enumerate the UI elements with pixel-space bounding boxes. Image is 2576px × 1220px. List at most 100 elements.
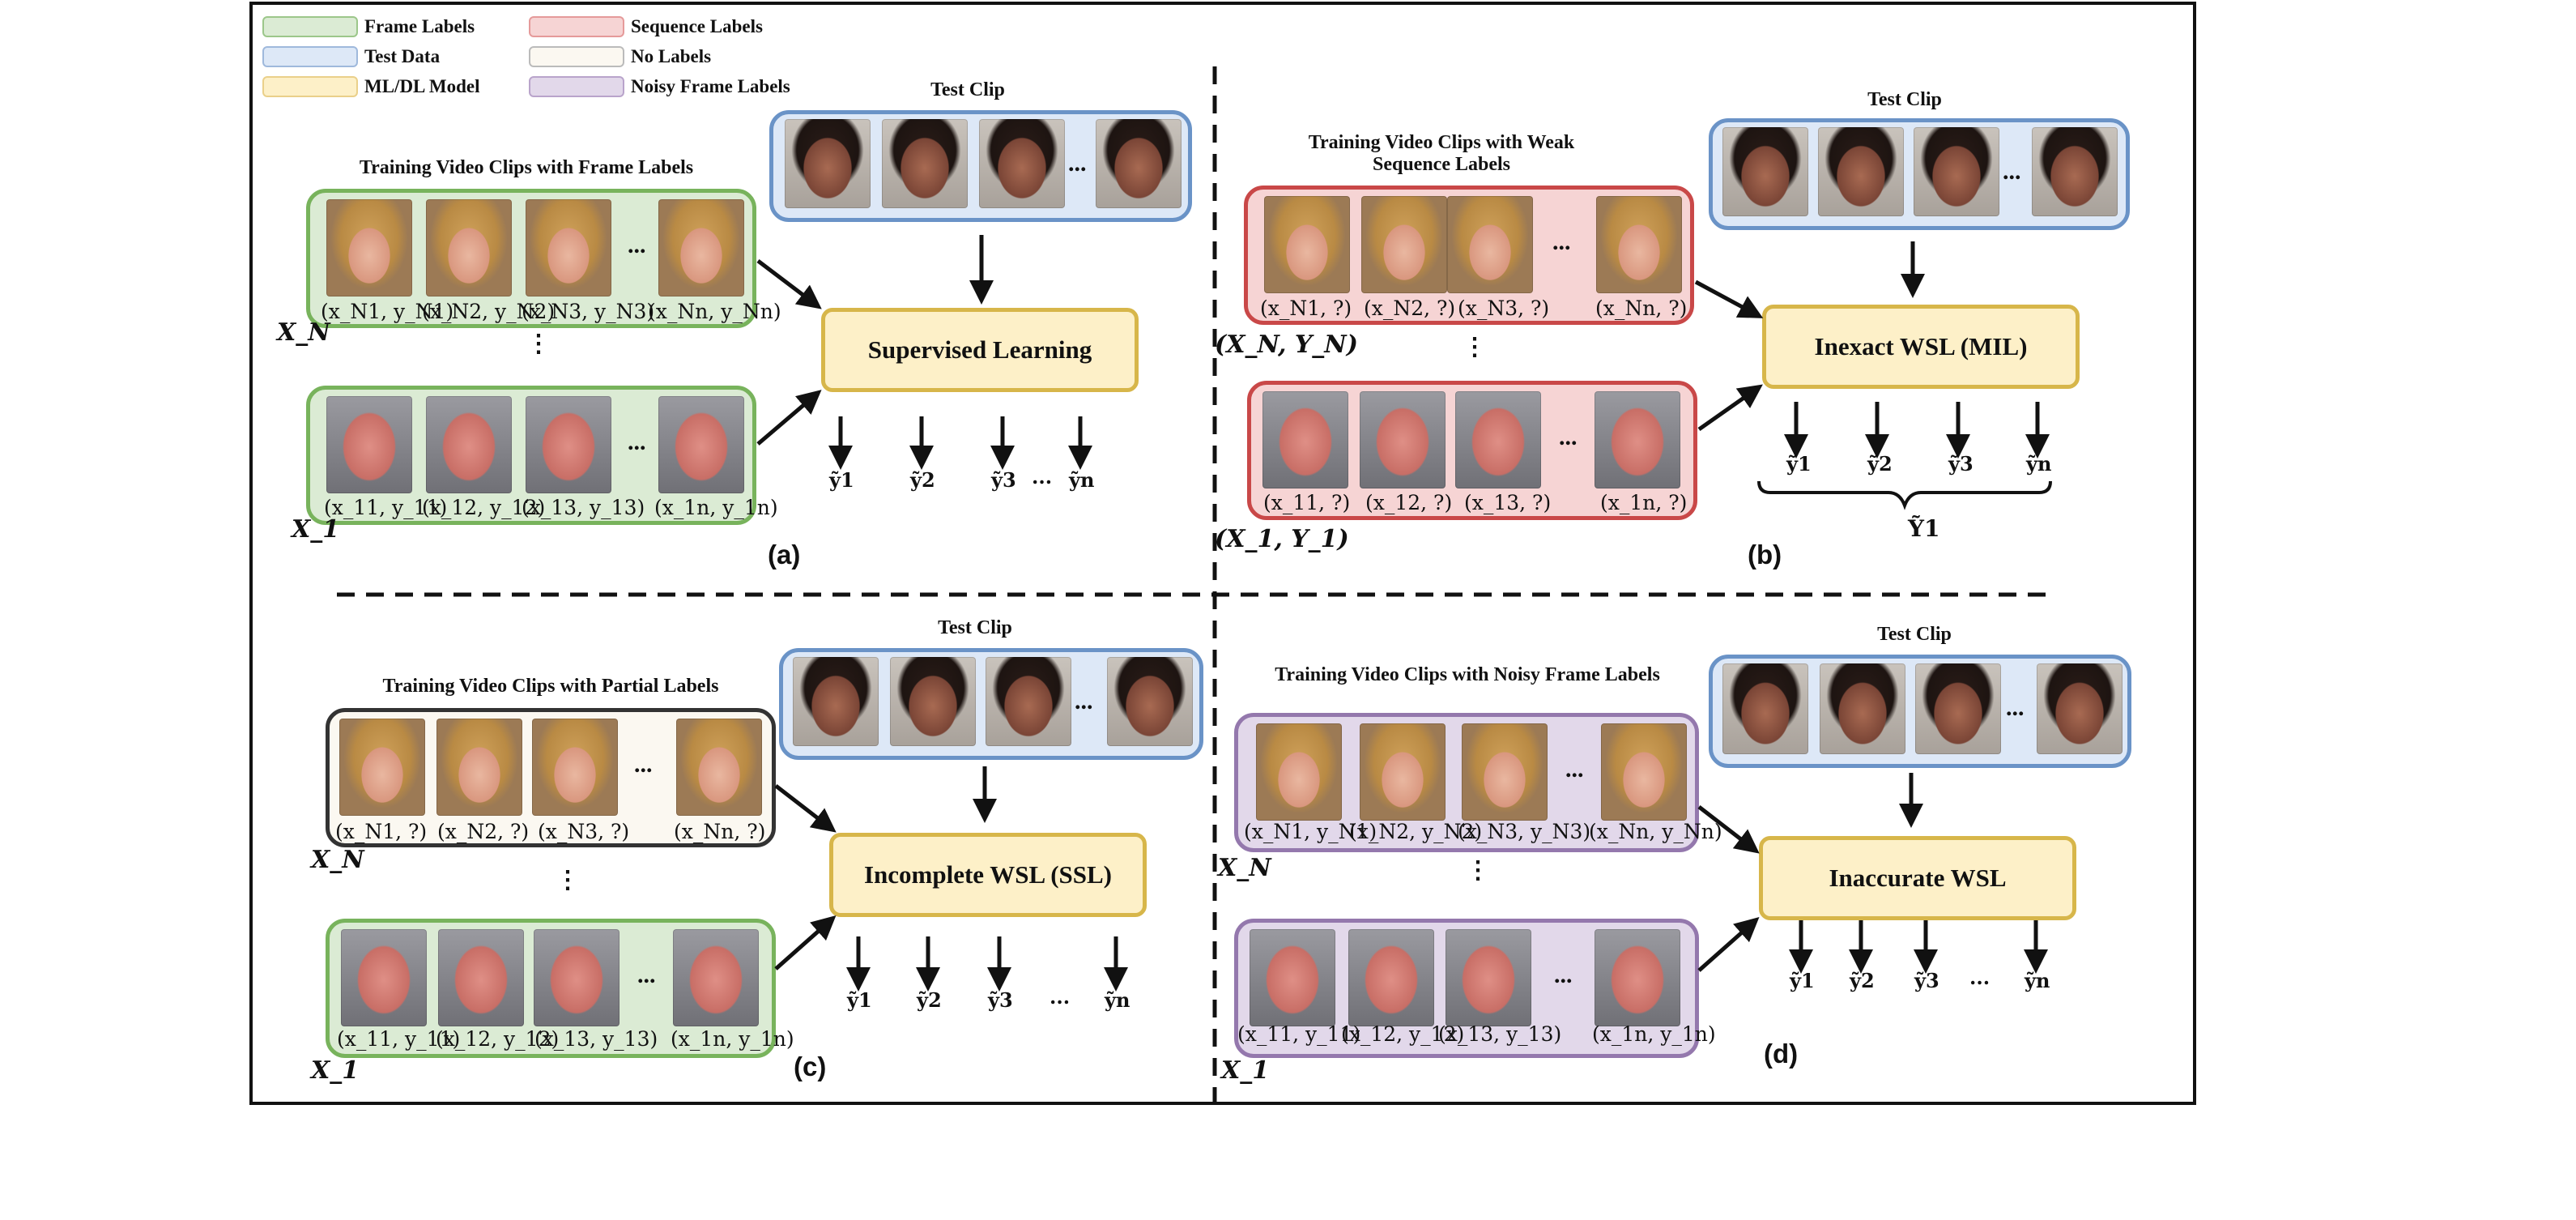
set-label-xn: X_N (311, 846, 364, 874)
brace-label: Ỹ1 (1908, 515, 1940, 542)
legend-swatch-noisy-labels (529, 76, 624, 97)
output-brace (1757, 480, 2052, 510)
frame-label: (x_12, y_12) (422, 496, 546, 519)
frame-label: (x_N1, y_N1) (1244, 820, 1377, 843)
panel-d-title: Training Video Clips with Noisy Frame La… (1275, 664, 1660, 685)
face-frame (1722, 663, 1808, 754)
output-ellipsis: ... (1969, 966, 1991, 989)
frame-label: (x_12, y_12) (1341, 1022, 1465, 1046)
face-frame (1360, 391, 1446, 488)
face-frame (526, 396, 611, 493)
frame-label: (x_N1, ?) (335, 820, 428, 843)
face-frame (1820, 663, 1905, 754)
set-label-x1: X_1 (1221, 1056, 1270, 1085)
panel-c-model: Incomplete WSL (SSL) (829, 833, 1147, 917)
ellipsis: ... (1068, 150, 1087, 177)
face-frame (1914, 127, 1999, 216)
panel-d-clip-xn: ... (1234, 713, 1699, 852)
panel-b-title: Training Video Clips with Weak Sequence … (1308, 132, 1575, 175)
face-frame (890, 657, 976, 746)
output-label: ỹn (2025, 969, 2050, 992)
set-label-x1: (X_1, Y_1) (1215, 525, 1349, 553)
face-frame (526, 199, 611, 296)
output-label: ỹ1 (1790, 969, 1815, 992)
frame-label: (x_N3, ?) (1458, 296, 1550, 320)
face-frame (979, 119, 1065, 208)
legend-swatch-test-data (262, 46, 358, 67)
output-label: ỹ3 (1914, 969, 1939, 992)
panel-d-test-clip: ... (1709, 655, 2131, 768)
frame-label: (x_13, y_13) (522, 496, 645, 519)
frame-label: (x_13, ?) (1464, 491, 1552, 514)
frame-label: (x_11, ?) (1263, 491, 1351, 514)
frame-label: (x_N1, ?) (1260, 296, 1352, 320)
figure-border (249, 2, 2196, 1105)
face-frame (676, 719, 762, 816)
output-label: ỹn (1069, 468, 1095, 492)
face-frame (438, 929, 524, 1026)
panel-b-id: (b) (1748, 540, 1782, 569)
output-label: ỹ1 (829, 468, 854, 492)
face-frame (793, 657, 879, 746)
ellipsis: ... (1552, 228, 1571, 255)
face-frame (2032, 127, 2118, 216)
face-frame (436, 719, 522, 816)
face-frame (1601, 723, 1687, 821)
face-frame (341, 929, 427, 1026)
frame-label: (x_1n, y_1n) (671, 1027, 794, 1051)
frame-label: (x_Nn, y_Nn) (648, 300, 781, 323)
face-frame (1256, 723, 1342, 821)
face-frame (326, 199, 412, 296)
panel-a-clip-x1: ... (306, 386, 756, 525)
frame-label: (x_N3, ?) (538, 820, 630, 843)
face-frame (1455, 391, 1541, 488)
output-label: ỹ2 (910, 468, 935, 492)
panel-b-clip-x1: ... (1247, 381, 1697, 520)
panel-d-clip-x1: ... (1234, 919, 1699, 1058)
set-label-xn: X_N (1218, 854, 1271, 882)
frame-label: (x_12, ?) (1365, 491, 1453, 514)
frame-label: (x_11, y_11) (1237, 1022, 1361, 1046)
face-frame (1915, 663, 2001, 754)
face-frame (785, 119, 871, 208)
face-frame (986, 657, 1071, 746)
face-frame (326, 396, 412, 493)
frame-label: (x_Nn, ?) (674, 820, 766, 843)
ellipsis: ... (1554, 962, 1573, 988)
output-ellipsis: ... (1032, 465, 1053, 488)
frame-label: (x_N1, y_N1) (321, 300, 454, 323)
panel-c-clip-xn: ... (326, 708, 776, 847)
ellipsis: ... (2003, 158, 2021, 185)
set-label-xn: X_N (277, 318, 330, 347)
ellipsis: ... (2006, 694, 2025, 721)
face-frame (658, 396, 744, 493)
output-label: ỹ3 (1948, 452, 1974, 476)
face-frame (1264, 196, 1350, 293)
set-label-x1: X_1 (292, 515, 340, 544)
frame-label: (x_12, y_12) (436, 1027, 560, 1051)
frame-label: (x_11, y_11) (324, 496, 448, 519)
output-label: ỹn (2026, 452, 2052, 476)
panel-c-clip-x1: ... (326, 919, 776, 1058)
panel-c-title: Training Video Clips with Partial Labels (382, 676, 719, 697)
legend-swatch-model (262, 76, 358, 97)
panel-a-model: Supervised Learning (821, 308, 1139, 392)
face-frame (1262, 391, 1348, 488)
face-frame (1361, 196, 1447, 293)
ellipsis: ... (634, 751, 653, 778)
legend-swatch-frame-labels (262, 16, 358, 37)
test-clip-title: Test Clip (1867, 89, 1942, 110)
face-frame (1595, 929, 1680, 1026)
panel-b-test-clip: ... (1709, 118, 2130, 230)
output-ellipsis: ... (1050, 985, 1071, 1009)
frame-label: (x_N3, y_N3) (1458, 820, 1591, 843)
frame-label: (x_N2, ?) (1364, 296, 1456, 320)
legend-swatch-sequence-labels (529, 16, 624, 37)
frame-label: (x_N2, y_N2) (1349, 820, 1483, 843)
output-label: ỹ2 (1850, 969, 1875, 992)
ellipsis: ... (1075, 688, 1093, 715)
ellipsis: ... (1565, 756, 1584, 783)
